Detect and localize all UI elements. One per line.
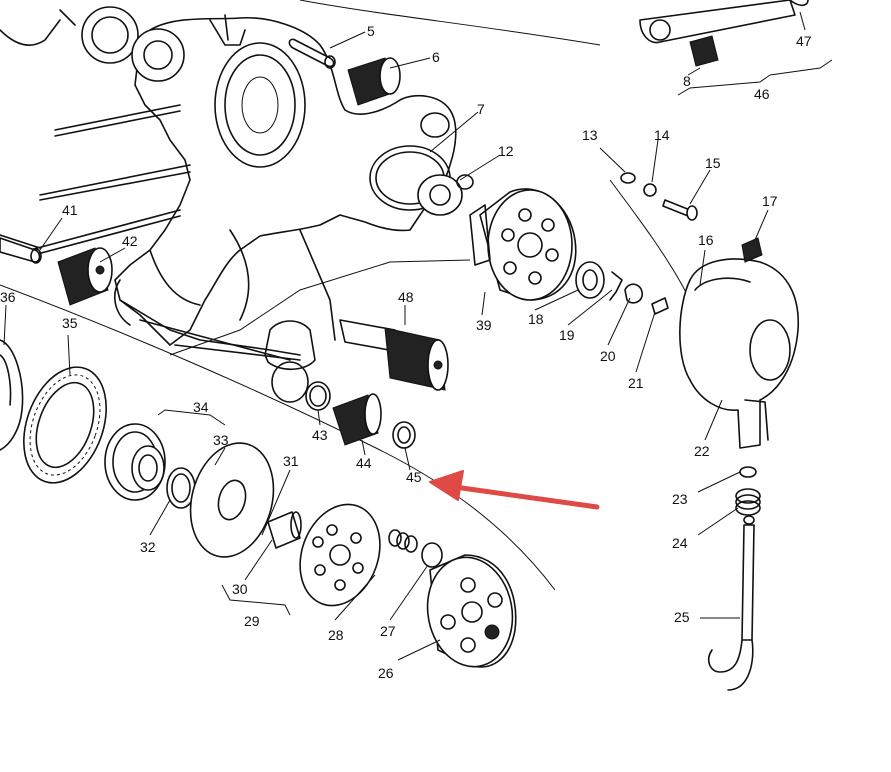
label-25: 25 (674, 609, 690, 625)
part-5-pin (288, 38, 336, 69)
part-27-spring (388, 529, 443, 568)
part-43-o-ring (305, 381, 331, 411)
label-17: 17 (762, 193, 778, 209)
label-33: 33 (213, 432, 229, 448)
part-18-washer (575, 261, 605, 299)
part-35-friction-disc (23, 366, 107, 484)
label-46: 46 (754, 86, 770, 102)
label-5: 5 (367, 23, 375, 39)
label-43: 43 (312, 427, 328, 443)
label-36: 36 (0, 289, 16, 305)
part-44-sleeve (332, 393, 382, 446)
label-26: 26 (378, 665, 394, 681)
label-35: 35 (62, 315, 78, 331)
label-12: 12 (498, 143, 514, 159)
part-36-clutch-plate (0, 339, 24, 451)
part-8-needle-bearing (689, 35, 719, 67)
label-18: 18 (528, 311, 544, 327)
label-24: 24 (672, 535, 688, 551)
label-28: 28 (328, 627, 344, 643)
part-39-clutch-drum (469, 188, 577, 301)
part-labels: 5 6 7 8 12 13 14 15 16 17 18 19 20 21 22… (0, 23, 812, 681)
part-14-spring-washer (643, 183, 657, 197)
part-26-clutch-housing (426, 554, 517, 668)
label-22: 22 (694, 443, 710, 459)
part-15-bolt (662, 199, 698, 221)
label-29: 29 (244, 613, 260, 629)
label-21: 21 (628, 375, 644, 391)
label-39: 39 (476, 317, 492, 333)
label-19: 19 (559, 327, 575, 343)
label-45: 45 (406, 469, 422, 485)
cover-guide-line (609, 179, 691, 301)
label-23: 23 (672, 491, 688, 507)
label-13: 13 (582, 127, 598, 143)
leader-lines (3, 11, 833, 661)
label-48: 48 (398, 289, 414, 305)
part-13-washer (620, 172, 636, 184)
label-15: 15 (705, 155, 721, 171)
part-30-bush (267, 511, 302, 549)
label-14: 14 (654, 127, 670, 143)
label-6: 6 (432, 49, 440, 65)
label-47: 47 (796, 33, 812, 49)
part-25-kickstart-shaft (708, 515, 755, 691)
label-8: 8 (683, 73, 691, 89)
stud-rods (0, 104, 191, 257)
part-16-clutch-cover (679, 258, 800, 449)
label-34: 34 (193, 399, 209, 415)
part-28-pressure-plate (299, 503, 381, 607)
part-24-spring (735, 488, 761, 516)
part-33-friction-disc (189, 442, 275, 558)
label-32: 32 (140, 539, 156, 555)
part-19-lockplate (609, 271, 623, 301)
label-42: 42 (122, 233, 138, 249)
part-17-cap-nut (741, 237, 763, 263)
label-16: 16 (698, 232, 714, 248)
part-20-nut (624, 283, 643, 304)
part-6-needle-sleeve (347, 57, 401, 106)
red-pointer-arrow-icon (429, 470, 600, 510)
crankshaft-bearing (0, 6, 185, 82)
part-23-ring (739, 466, 757, 478)
part-45-spacer-washer (392, 421, 416, 449)
label-31: 31 (283, 453, 299, 469)
part-48-gear-shaft (339, 319, 449, 391)
part-21-key (651, 297, 669, 315)
label-44: 44 (356, 455, 372, 471)
part-34-clutch-gear (104, 423, 166, 501)
top-separation-line (299, 0, 601, 46)
part-47-kickstart-lever (639, 0, 809, 44)
part-41-rod (0, 237, 42, 264)
part-12-seal (417, 174, 474, 216)
label-41: 41 (62, 202, 78, 218)
part-42-roller (57, 247, 113, 306)
crankcase-housing (114, 14, 457, 403)
label-30: 30 (232, 581, 248, 597)
label-20: 20 (600, 348, 616, 364)
label-27: 27 (380, 623, 396, 639)
label-7: 7 (477, 101, 485, 117)
